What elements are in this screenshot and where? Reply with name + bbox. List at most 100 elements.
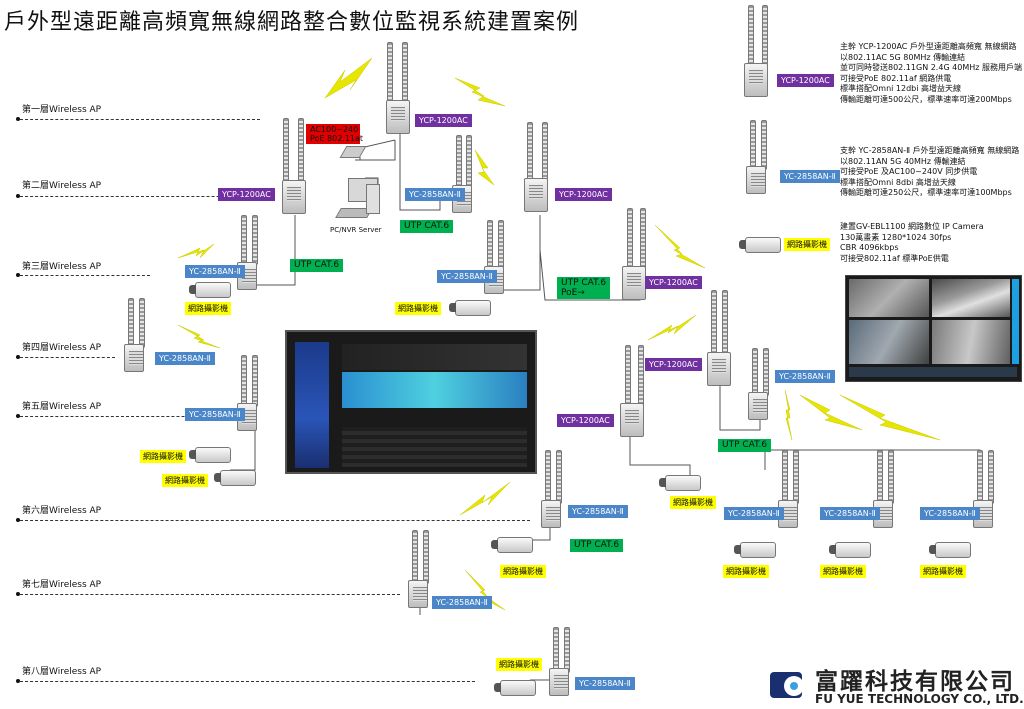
power-tag-line2: PoE 802.11at [310,134,364,143]
camera-icon [189,447,231,463]
device-table [342,427,527,467]
yc-tag: YC-2858AN-Ⅱ [185,265,245,278]
antenna [423,530,429,584]
antenna [466,135,472,187]
antenna [241,355,247,407]
spectrum-chart [342,344,527,370]
antenna [564,627,570,673]
antenna [542,122,548,180]
floor-label-7: 第七層Wireless AP [22,580,102,590]
camera-desc-line: CBR 4096kbps [840,243,899,252]
antenna [412,530,418,584]
main-desc-line: 標準搭配Omni 12dbi 高增益天線 [840,84,962,93]
camera-icon [929,542,971,558]
utp-tag: UTP CAT.6 [570,539,624,552]
floor-dot [16,355,20,359]
tower-icon [366,184,380,214]
camera-icon [829,542,871,558]
floor-label-8: 第八層Wireless AP [22,667,102,677]
camera-icon [189,282,231,298]
camera-label: 網路攝影機 [670,496,716,509]
antenna [888,450,894,504]
access-point-yc [124,344,144,372]
antenna [763,348,769,396]
ycp-tag: YCP-1200AC [777,74,834,87]
camera-icon [494,680,536,696]
yc-tag: YC-2858AN-Ⅱ [820,507,880,520]
antenna [988,450,994,504]
yc-tag: YC-2858AN-Ⅱ [405,188,465,201]
access-point-yc [748,392,768,420]
camera-view-screenshot [845,275,1022,382]
ycp-tag: YCP-1200AC [218,188,275,201]
antenna [545,450,551,504]
pc-nvr-label: PC/NVR Server [330,226,382,234]
access-point-ycp [707,352,731,386]
antenna [793,450,799,504]
antenna [752,348,758,396]
camera-description: 建置GV-EBL1100 網路數位 IP Camera 130萬畫素 1280*… [840,222,984,264]
branch-desc-line: 支幹 YC-2858AN-Ⅱ 戶外型遠距離高頻寬 無線網路 [840,146,1020,155]
logo-lens-center [790,682,798,690]
access-point-yc [746,166,766,194]
floor-dot [16,679,20,683]
utp-tag: UTP CAT.6 [290,259,344,272]
antenna [722,290,728,354]
camera-label: 網路攝影機 [185,302,231,315]
antenna [625,345,631,407]
company-logo-icon [770,664,810,704]
antenna [640,208,646,270]
camera-view-tile [932,279,1010,317]
antenna [456,135,462,187]
ycp-tag: YCP-1200AC [645,276,702,289]
antenna [241,215,247,265]
main-desc-line: 主幹 YCP-1200AC 戶外型遠距離高頻寬 無線網路 [840,42,1017,51]
antenna [556,450,562,504]
company-name-en: FU YUE TECHNOLOGY CO., LTD. [815,692,1024,706]
camera-label: 網路攝影機 [162,474,208,487]
antenna [128,298,134,348]
ycp-tag: YCP-1200AC [557,414,614,427]
floor-dot [16,117,20,121]
camera-icon [739,237,781,253]
utp-poe-line1: UTP CAT.6 [561,278,607,288]
camera-desc-line: 建置GV-EBL1100 網路數位 IP Camera [840,222,984,231]
antenna [750,120,756,170]
access-point-ycp [620,403,644,437]
camera-view-tile [849,320,929,364]
camera-icon [659,475,701,491]
antenna [877,450,883,504]
power-tag-line1: AC100~240 [310,125,359,134]
main-desc-line: 並可同時發送802.11GN 2.4G 40MHz 服務用戶端 [840,63,1023,72]
access-point-ycp [524,178,548,212]
camera-view-tile [932,320,1010,364]
antenna [638,345,644,407]
waterfall-chart [342,372,527,408]
spectrum-sidebar [295,342,329,468]
camera-desc-line: 可接受802.11af 標準PoE供電 [840,253,949,263]
camera-label: 網路攝影機 [500,565,546,578]
page-title: 戶外型遠距離高頻寬無線網路整合數位監視系統建置案例 [4,10,580,35]
floor-label-2: 第二層Wireless AP [22,181,102,191]
camera-label: 網路攝影機 [140,450,186,463]
utp-poe-line2: PoE→ [561,288,585,298]
main-description: 主幹 YCP-1200AC 戶外型遠距離高頻寬 無線網路 以802.11AC 5… [840,42,1022,105]
utp-tag: UTP CAT.6 [718,439,772,452]
floor-dot [16,414,20,418]
access-point-ycp [744,63,768,97]
access-point-yc [541,500,561,528]
floor-line [20,520,530,521]
floor-dot [16,194,20,198]
branch-desc-line: 以802.11AN 5G 40MHz 傳輸連結 [840,156,966,166]
camera-view-sidebar [1012,279,1019,364]
floor-label-4: 第四層Wireless AP [22,343,102,353]
antenna [711,290,717,354]
floor-line [20,196,275,197]
power-tag: AC100~240 PoE 802.11at [306,124,364,144]
floor-line [20,275,150,276]
floor-line [20,594,400,595]
yc-tag: YC-2858AN-Ⅱ [155,352,215,365]
antenna [762,5,768,65]
camera-view-tile [849,279,929,317]
camera-label: 網路攝影機 [395,302,441,315]
